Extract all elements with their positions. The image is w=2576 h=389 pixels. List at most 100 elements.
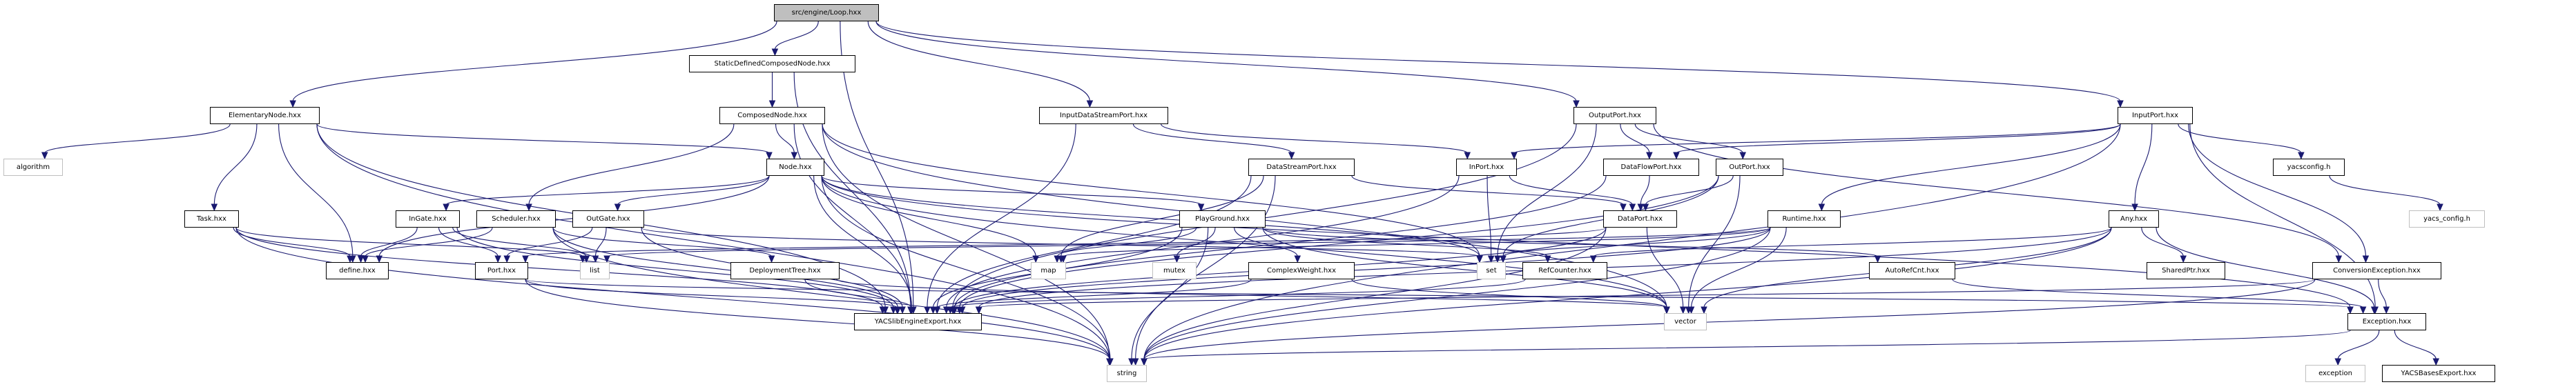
graph-node-idsp[interactable]: InputDataStreamPort.hxx (1039, 107, 1168, 124)
arrowhead-runtime-to-map (1060, 255, 1067, 263)
arrowhead-outputport-to-set (1494, 255, 1501, 263)
arrowhead-outgate-to-port (503, 255, 510, 263)
graph-node-autorefcnt[interactable]: AutoRefCnt.hxx (1869, 262, 1955, 279)
arrowhead-outputport-to-dataflowport (1646, 152, 1653, 160)
arrowhead-yacsconfig-to-yacs_config (2437, 203, 2443, 212)
arrowhead-node-to-outgate (614, 203, 621, 212)
graph-node-sdcn[interactable]: StaticDefinedComposedNode.hxx (689, 55, 855, 72)
edge-port-to-exception_hxx (525, 279, 2351, 308)
arrowhead-deploy-to-yacslib (908, 306, 915, 315)
edge-inputport-to-yacsconfig (2178, 123, 2302, 154)
graph-node-sharedptr[interactable]: SharedPtr.hxx (2147, 262, 2225, 279)
edge-outport-to-vector (1688, 175, 1741, 308)
edge-outputport-to-dataflowport (1620, 123, 1650, 154)
graph-node-inport[interactable]: InPort.hxx (1456, 159, 1517, 176)
graph-node-runtime[interactable]: Runtime.hxx (1768, 210, 1841, 228)
arrowhead-port-to-string (1106, 358, 1113, 366)
graph-node-playground[interactable]: PlayGround.hxx (1179, 210, 1266, 228)
arrowhead-ingate-to-define (357, 255, 365, 263)
edge-node-to-ingate (445, 175, 770, 206)
edge-dsp-to-map (1061, 175, 1264, 257)
graph-node-mutex: mutex (1152, 262, 1197, 279)
edge-deploy-to-yacslib (804, 279, 912, 308)
edge-inputport-to-runtime (1821, 123, 2121, 206)
arrowhead-inputport-to-any (2131, 203, 2138, 212)
graph-node-exception-hxx[interactable]: Exception.hxx (2347, 313, 2426, 330)
edge-node-to-string (821, 175, 1111, 360)
arrowhead-inputport-to-inport (1511, 152, 1518, 160)
graph-node-dsp[interactable]: DataStreamPort.hxx (1248, 159, 1355, 176)
edge-loop-to-yacslib (840, 21, 914, 308)
graph-node-convexc[interactable]: ConversionException.hxx (2312, 262, 2441, 279)
graph-node-yacsconfig[interactable]: yacsconfig.h (2273, 159, 2345, 176)
graph-node-dataport[interactable]: DataPort.hxx (1603, 210, 1677, 228)
edge-runtime-to-set (1502, 227, 1771, 257)
edge-task-to-list (235, 227, 583, 257)
arrowhead-inputport-to-runtime (1818, 203, 1826, 212)
graph-node-define[interactable]: define.hxx (326, 262, 389, 279)
arrowhead-exception_hxx-to-yacsbases (2432, 358, 2440, 366)
arrowhead-playground-to-complexw (1294, 255, 1301, 263)
edge-playground-to-complexw (1234, 227, 1298, 257)
edge-dataflowport-to-yacslib (954, 175, 1607, 308)
graph-node-outgate[interactable]: OutGate.hxx (572, 210, 644, 228)
arrowhead-dsp-to-string (1132, 358, 1139, 366)
edge-loop-to-elementary (292, 21, 777, 102)
edge-outgate-to-port (506, 227, 593, 257)
graph-node-composed[interactable]: ComposedNode.hxx (719, 107, 825, 124)
edge-runtime-to-string (1143, 227, 1771, 360)
arrowhead-refcounter-to-yacslib (947, 306, 954, 315)
edge-composed-to-scheduler (528, 123, 735, 206)
graph-node-ingate[interactable]: InGate.hxx (396, 210, 460, 228)
edge-elementary-to-string (316, 123, 1110, 360)
arrowhead-any-to-refcounter (1589, 255, 1597, 263)
graph-node-deploy[interactable]: DeploymentTree.hxx (730, 262, 840, 279)
edge-node-to-playground (821, 175, 1202, 206)
edge-outport-to-dataport (1645, 175, 1734, 206)
arrowhead-idsp-to-inport (1464, 152, 1471, 160)
graph-node-port[interactable]: Port.hxx (475, 262, 528, 279)
arrowhead-inport-to-dataport (1629, 203, 1636, 212)
arrowhead-loop-to-idsp (1086, 100, 1094, 108)
edge-convexc-to-string (1143, 279, 2316, 360)
arrowhead-autorefcnt-to-exception_hxx (2359, 306, 2367, 315)
graph-node-string: string (1107, 365, 1147, 382)
edge-ingate-to-port (438, 227, 498, 257)
edge-composed-to-string (822, 123, 1110, 360)
arrowhead-node-to-playground (1197, 203, 1205, 212)
edge-inputport-to-any (2134, 123, 2153, 206)
graph-node-refcounter[interactable]: RefCounter.hxx (1522, 262, 1607, 279)
edge-exception_hxx-to-string (1143, 330, 2351, 360)
graph-node-set: set (1477, 262, 1506, 279)
edge-elementary-to-task (213, 123, 258, 206)
arrowhead-elementary-to-node (766, 152, 773, 160)
graph-node-inputport[interactable]: InputPort.hxx (2118, 107, 2193, 124)
graph-node-yacslib[interactable]: YACSlibEngineExport.hxx (854, 313, 982, 330)
edge-ingate-to-define (360, 227, 418, 257)
arrowhead-sdcn-to-composed (768, 100, 776, 108)
graph-node-task[interactable]: Task.hxx (184, 210, 239, 228)
graph-node-outport[interactable]: OutPort.hxx (1716, 159, 1783, 176)
arrowhead-complexw-to-vector (1663, 306, 1670, 315)
arrowhead-playground-to-yacslib (929, 306, 937, 315)
graph-node-node[interactable]: Node.hxx (766, 159, 824, 176)
graph-node-complexw[interactable]: ComplexWeight.hxx (1248, 262, 1355, 279)
arrowhead-any-to-sharedptr (2180, 255, 2187, 263)
arrowhead-loop-to-outputport (1573, 100, 1580, 108)
graph-node-elementary[interactable]: ElementaryNode.hxx (210, 107, 320, 124)
edge-inputport-to-convexc (2188, 123, 2366, 257)
arrowhead-runtime-to-list (603, 255, 610, 263)
edge-outputport-to-convexc (1653, 123, 2339, 257)
graph-node-dataflowport[interactable]: DataFlowPort.hxx (1603, 159, 1699, 176)
graph-node-algorithm: algorithm (3, 159, 63, 176)
graph-node-any[interactable]: Any.hxx (2109, 210, 2159, 228)
graph-node-yacsbases[interactable]: YACSBasesExport.hxx (2382, 365, 2495, 382)
arrowhead-dsp-to-dataport (1620, 203, 1627, 212)
graph-node-scheduler[interactable]: Scheduler.hxx (476, 210, 556, 228)
edge-composed-to-node (775, 123, 795, 154)
arrowhead-inputport-to-dataflowport (1673, 152, 1680, 160)
arrowhead-runtime-to-set (1500, 255, 1507, 263)
edge-scheduler-to-deploy (552, 227, 773, 257)
graph-node-outputport[interactable]: OutputPort.hxx (1573, 107, 1656, 124)
